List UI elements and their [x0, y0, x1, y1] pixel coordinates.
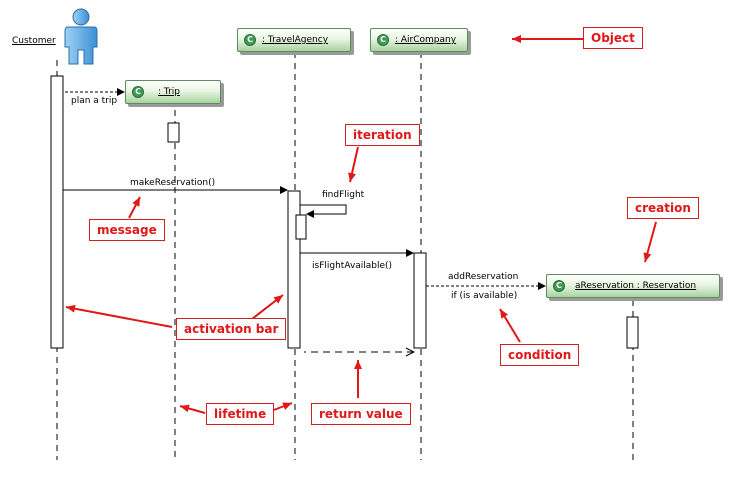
reservation-object[interactable]: C aReservation : Reservation [546, 274, 720, 298]
reservation-activation-bar [626, 316, 639, 349]
class-icon: C [132, 86, 144, 98]
activation-bar-annotation: activation bar [176, 318, 287, 340]
is-flight-available-label: isFlightAvailable() [312, 261, 393, 271]
add-reservation-label: addReservation [448, 272, 519, 282]
customer-activation-bar [50, 75, 64, 349]
travel-agency-label: : TravelAgency [262, 35, 329, 45]
creation-annotation-arrow [643, 221, 657, 263]
message-annotation-arrow [128, 196, 141, 219]
class-icon: C [553, 280, 565, 292]
trip-activation-bar [167, 122, 180, 143]
activation-bar-annotation-arrow-right [251, 294, 284, 320]
plan-trip-label: plan a trip [71, 96, 118, 106]
air-company-activation-bar [413, 252, 427, 349]
air-company-label: : AirCompany [395, 35, 457, 45]
condition-annotation: condition [500, 344, 580, 366]
actor-icon [64, 8, 98, 65]
travel-agency-object[interactable]: C : TravelAgency [237, 28, 351, 52]
object-annotation: Object [583, 27, 643, 49]
class-icon: C [377, 34, 389, 46]
find-flight-label: findFlight [322, 190, 365, 200]
condition-label: if (is available) [451, 291, 518, 301]
iteration-annotation-arrow [348, 146, 359, 183]
lifetime-annotation-arrow-left [179, 404, 206, 414]
lifetime-annotation: lifetime [206, 403, 275, 425]
find-flight-arrow [300, 204, 347, 218]
actor-name: Customer [12, 36, 56, 46]
iteration-annotation: iteration [345, 124, 420, 146]
message-annotation: message [89, 219, 165, 241]
creation-annotation: creation [627, 197, 699, 219]
activation-bar-annotation-arrow-left [65, 304, 173, 328]
customer-actor [62, 8, 100, 66]
trip-label: : Trip [158, 87, 180, 97]
make-reservation-label: makeReservation() [130, 178, 216, 188]
trip-object[interactable]: C : Trip [125, 80, 221, 104]
reservation-label: aReservation : Reservation [575, 281, 697, 291]
air-company-object[interactable]: C : AirCompany [370, 28, 468, 52]
class-icon: C [244, 34, 256, 46]
condition-annotation-arrow [499, 308, 521, 343]
find-flight-activation-bar [295, 214, 307, 240]
return-value-annotation: return value [311, 403, 411, 425]
